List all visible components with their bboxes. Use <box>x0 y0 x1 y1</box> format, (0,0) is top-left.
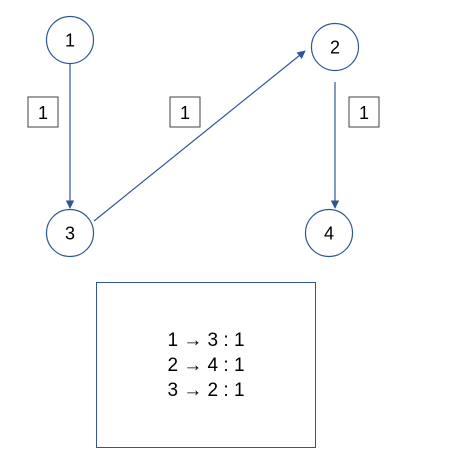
node-2-label: 2 <box>330 38 340 58</box>
weight-label-2-to-4: 1 <box>348 96 380 128</box>
node-1-label: 1 <box>65 31 75 51</box>
node-4: 4 <box>304 208 354 258</box>
weight-text-2-to-4: 1 <box>359 103 369 123</box>
node-2: 2 <box>310 22 360 72</box>
node-1: 1 <box>45 15 95 65</box>
node-3: 3 <box>45 208 95 258</box>
weight-text-3-to-2: 1 <box>180 103 190 123</box>
weight-label-3-to-2: 1 <box>169 96 201 128</box>
summary-line: 1 → 3 : 1 <box>167 329 245 351</box>
summary-line: 2 → 4 : 1 <box>167 354 245 376</box>
weight-text-1-to-3: 1 <box>38 103 48 123</box>
summary-line: 3 → 2 : 1 <box>167 379 245 401</box>
node-4-label: 4 <box>324 224 334 244</box>
weight-label-1-to-3: 1 <box>27 96 59 128</box>
node-3-label: 3 <box>65 224 75 244</box>
edge-summary-box: 1 → 3 : 1 2 → 4 : 1 3 → 2 : 1 <box>96 282 316 448</box>
edge-3-to-2 <box>93 50 306 222</box>
